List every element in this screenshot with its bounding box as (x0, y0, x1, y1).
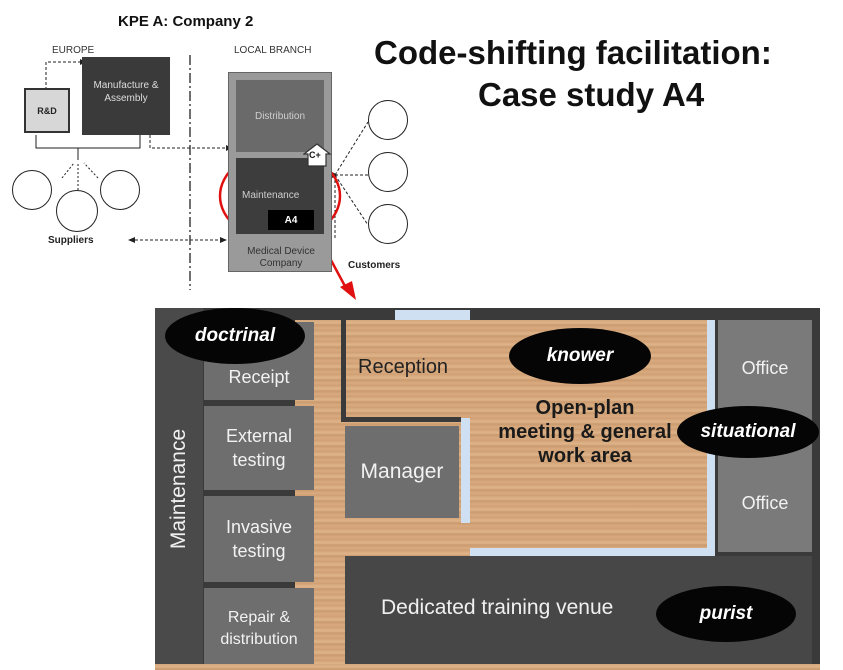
room-reception: Reception (341, 320, 461, 422)
reception-label: Reception (358, 356, 449, 378)
room-external-testing: External testing (204, 406, 314, 490)
supplier-circle (12, 170, 52, 210)
manufacture-box: Manufacture & Assembly (82, 57, 170, 135)
distribution-label: Distribution (254, 110, 306, 122)
repair-label: Repair & distribution (220, 609, 298, 648)
network-connectors (35, 55, 369, 300)
company-label: Medical Device Company (247, 246, 315, 269)
maintenance-strip: Maintenance (155, 308, 203, 670)
office-top-label: Office (741, 357, 789, 378)
receipt-label: Receipt (228, 367, 290, 387)
open-plan-label: Open-plan meeting & general work area (498, 397, 672, 467)
europe-label: EUROPE (52, 45, 95, 56)
rd-label: R&D (37, 105, 57, 116)
oval-situational: situational (677, 406, 819, 458)
local-branch-label: LOCAL BRANCH (234, 45, 312, 56)
customers-label: Customers (348, 260, 401, 271)
a4-badge: A4 (268, 210, 314, 230)
purist-label: purist (699, 603, 753, 624)
manager-label: Manager (360, 460, 444, 483)
distribution-box: Distribution (236, 80, 324, 152)
oval-purist: purist (656, 586, 796, 642)
suppliers-label: Suppliers (48, 235, 94, 246)
c-plus-label: C+ (309, 150, 321, 160)
window-strip (395, 310, 470, 320)
main-title-line1: Code-shifting facilitation: (374, 34, 772, 71)
floor-strip (155, 664, 820, 670)
oval-knower: knower (509, 328, 651, 384)
room-invasive-testing: Invasive testing (204, 496, 314, 582)
customer-circle (368, 204, 408, 244)
rd-box: R&D (24, 88, 70, 133)
window-strip (470, 548, 715, 558)
customer-circle (368, 100, 408, 140)
situational-label: situational (700, 421, 796, 442)
oval-doctrinal: doctrinal (165, 308, 305, 364)
window-strip (461, 418, 470, 523)
room-manager: Manager (345, 426, 459, 518)
a4-label: A4 (284, 214, 298, 226)
office-bottom-label: Office (741, 492, 789, 513)
maintenance-label: Maintenance (167, 428, 190, 550)
supplier-circle (56, 190, 98, 232)
external-testing-label: External testing (225, 426, 293, 470)
doctrinal-label: doctrinal (194, 325, 276, 346)
room-repair: Repair & distribution (204, 588, 314, 670)
maintenance-small-label: Maintenance (242, 190, 300, 201)
training-label: Dedicated training venue (381, 596, 614, 619)
c-plus-house-icon: C+ (302, 143, 332, 167)
main-title-line2: Case study A4 (478, 76, 705, 113)
customer-circle (368, 152, 408, 192)
maintenance-box: Maintenance A4 (236, 158, 324, 234)
supplier-circle (100, 170, 140, 210)
manufacture-label: Manufacture & Assembly (93, 80, 159, 104)
diagram-title: KPE A: Company 2 (118, 13, 254, 30)
invasive-testing-label: Invasive testing (225, 517, 293, 561)
knower-label: knower (546, 345, 614, 366)
room-office-bottom: Office (718, 434, 812, 552)
